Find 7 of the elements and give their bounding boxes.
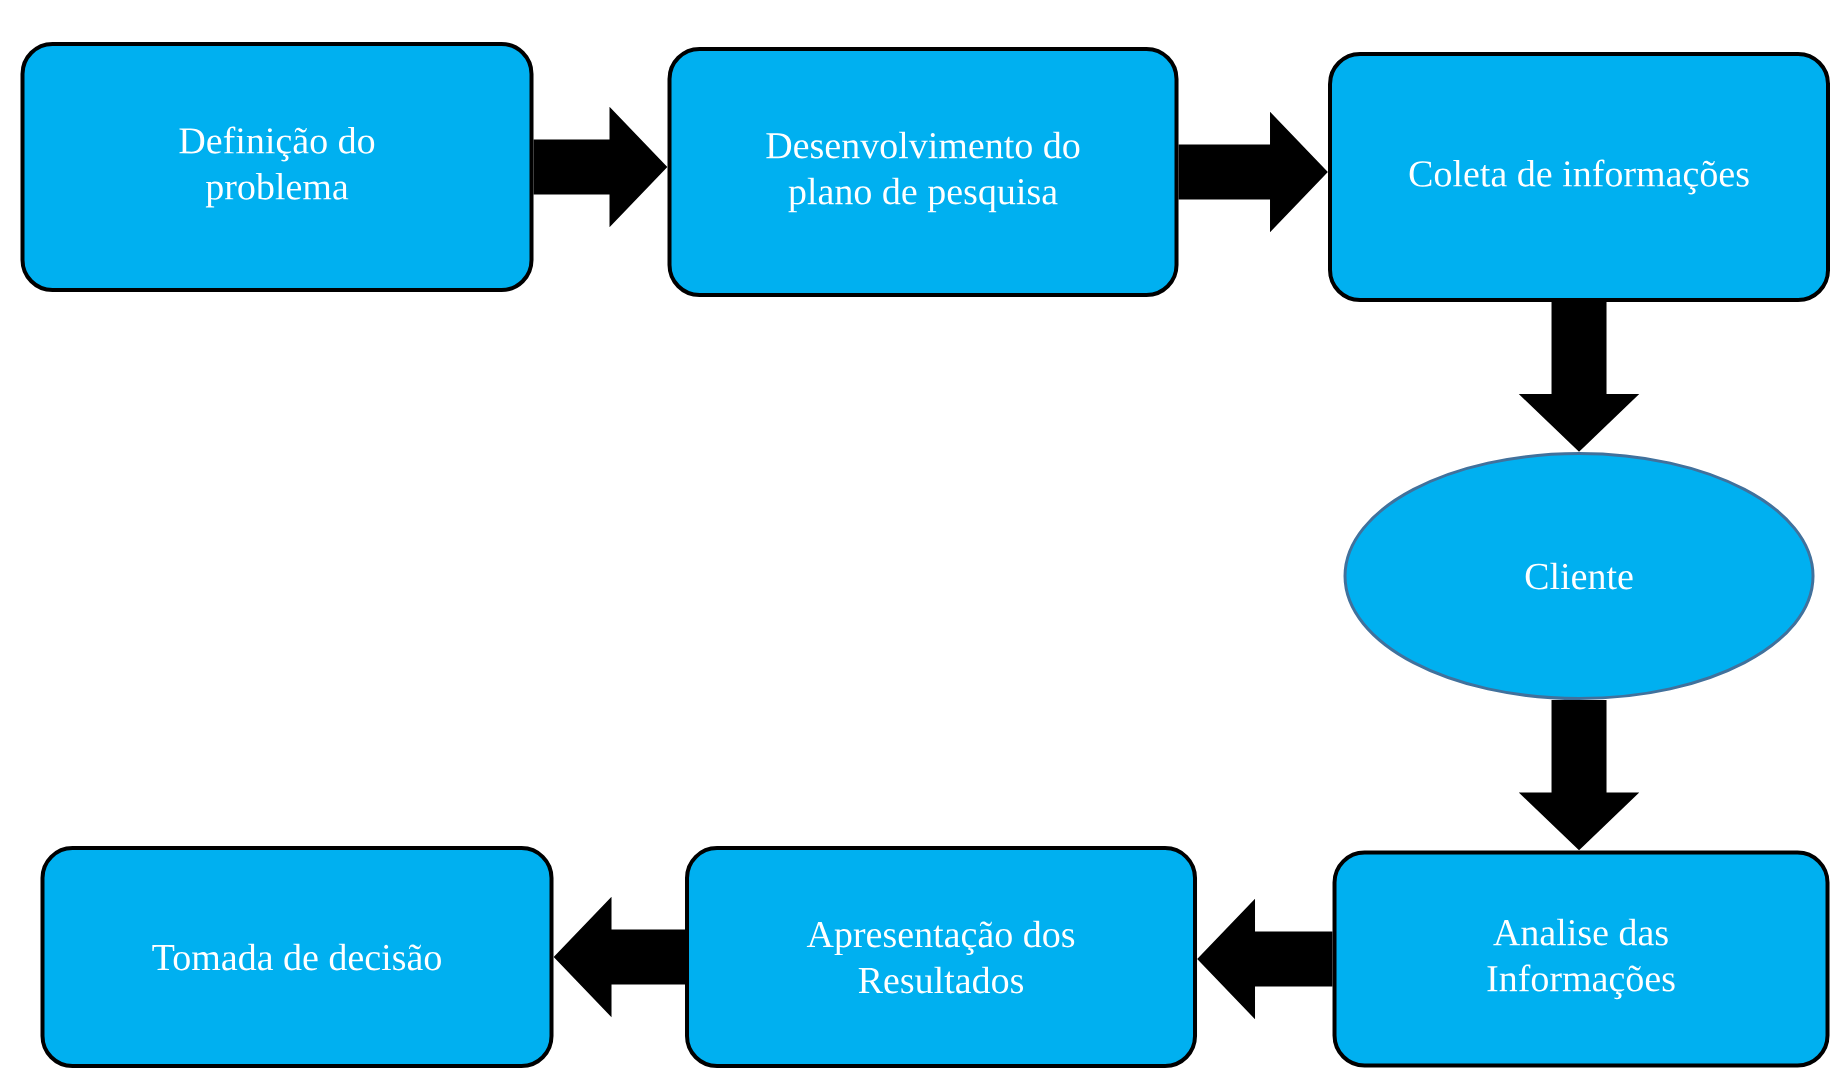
process-box: Coleta de informações — [1328, 52, 1830, 302]
ellipse-node: Cliente — [1343, 452, 1815, 700]
process-box: Analise das Informações — [1332, 850, 1830, 1068]
process-box: Tomada de decisão — [40, 846, 554, 1068]
process-box: Apresentação dos Resultados — [685, 846, 1197, 1068]
process-box: Desenvolvimento do plano de pesquisa — [667, 47, 1179, 297]
process-box: Definição do problema — [20, 42, 534, 292]
